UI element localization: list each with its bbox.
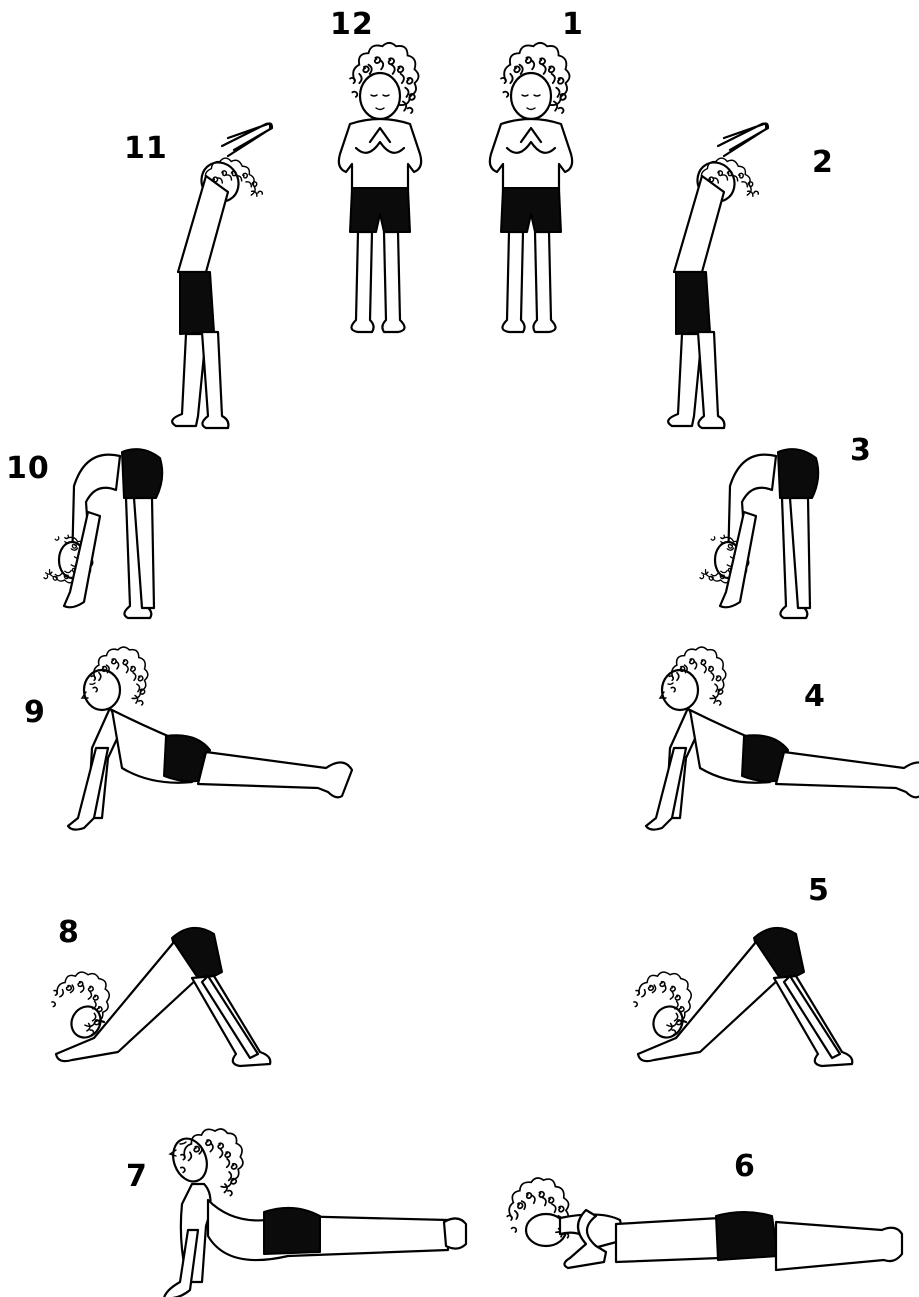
step-number-6: 6 xyxy=(734,1149,756,1184)
figure-3-standing-forward-fold xyxy=(700,449,818,618)
step-number-9: 9 xyxy=(24,695,46,730)
figure-11-standing-backbend xyxy=(172,124,272,429)
step-number-8: 8 xyxy=(58,915,80,950)
step-number-1: 1 xyxy=(562,7,584,42)
step-number-2: 2 xyxy=(812,145,834,180)
step-number-7: 7 xyxy=(126,1159,148,1194)
step-number-10: 10 xyxy=(6,451,50,486)
figure-6-eight-limbed-pose xyxy=(502,1173,902,1270)
figure-4-low-lunge xyxy=(646,647,919,830)
figure-10-standing-forward-fold xyxy=(44,449,162,618)
step-number-5: 5 xyxy=(808,873,830,908)
figure-7-cobra xyxy=(164,1123,466,1297)
step-number-12: 12 xyxy=(330,7,374,42)
figure-12-standing-palms-together xyxy=(339,43,421,332)
figure-9-low-lunge xyxy=(68,647,352,830)
figure-2-standing-backbend xyxy=(668,124,768,429)
step-number-4: 4 xyxy=(804,679,826,714)
step-number-3: 3 xyxy=(850,433,872,468)
step-number-11: 11 xyxy=(124,131,168,166)
figure-1-standing-palms-together xyxy=(490,43,572,332)
figure-5-downward-dog xyxy=(626,928,852,1066)
